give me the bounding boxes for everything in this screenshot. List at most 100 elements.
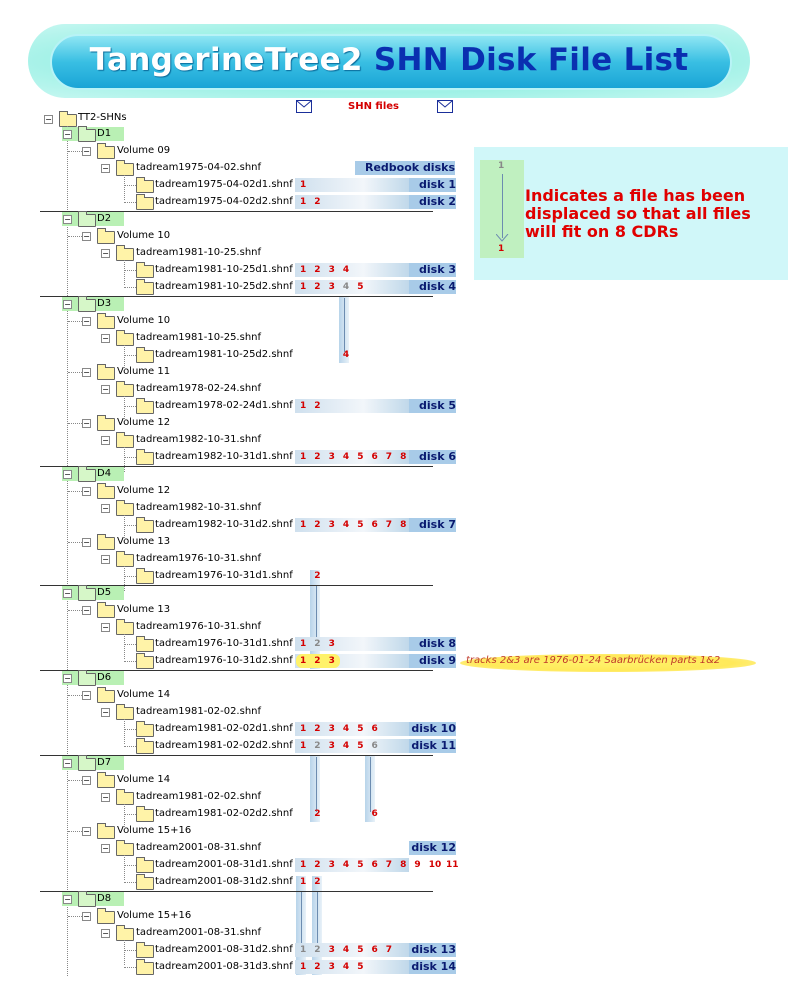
volume-label[interactable]: Volume 11 [117, 366, 171, 377]
volume-label[interactable]: Volume 13 [117, 604, 171, 615]
collapse-icon[interactable]: − [101, 504, 110, 513]
volume-label[interactable]: Volume 15+16 [117, 825, 192, 836]
collapse-icon[interactable]: − [101, 708, 110, 717]
file-label[interactable]: tadream1981-10-25d2.shnf [155, 349, 293, 360]
track-number[interactable]: 4 [342, 860, 350, 870]
track-number[interactable]: 5 [357, 452, 364, 462]
file-label[interactable]: tadream1981-02-02d2.shnf [155, 808, 293, 819]
disk-label[interactable]: disk 7 [419, 518, 456, 531]
collapse-icon[interactable]: − [82, 368, 91, 377]
disk-label[interactable]: disk 11 [411, 739, 456, 752]
disk-label[interactable]: disk 8 [419, 637, 456, 650]
collapse-icon[interactable]: − [101, 555, 110, 564]
disk-label[interactable]: disk 14 [411, 960, 456, 973]
collapse-icon[interactable]: − [82, 487, 91, 496]
file-label[interactable]: tadream1976-10-31d2.shnf [155, 655, 293, 666]
track-number[interactable]: 2 [314, 741, 321, 751]
show-label[interactable]: tadream1981-02-02.shnf [136, 706, 262, 717]
drive-label-d8[interactable]: D8 [97, 893, 112, 904]
show-label[interactable]: tadream1976-10-31.shnf [136, 621, 262, 632]
track-number[interactable]: 2 [314, 877, 321, 887]
volume-label[interactable]: Volume 09 [117, 145, 171, 156]
collapse-icon[interactable]: − [82, 691, 91, 700]
track-number[interactable]: 7 [385, 520, 393, 530]
show-label[interactable]: tadream1982-10-31.shnf [136, 434, 262, 445]
track-number[interactable]: 1 [300, 180, 307, 190]
collapse-icon[interactable]: − [82, 912, 91, 921]
track-number[interactable]: 5 [357, 962, 364, 972]
disk-label[interactable]: disk 2 [419, 195, 456, 208]
track-number[interactable]: 2 [314, 809, 321, 819]
collapse-icon[interactable]: − [63, 759, 72, 768]
collapse-icon[interactable]: − [44, 115, 53, 124]
collapse-icon[interactable]: − [82, 419, 91, 428]
show-label[interactable]: tadream1978-02-24.shnf [136, 383, 262, 394]
volume-label[interactable]: Volume 14 [117, 774, 171, 785]
file-label[interactable]: tadream2001-08-31d2.shnf [155, 944, 293, 955]
track-number[interactable]: 2 [314, 962, 321, 972]
volume-label[interactable]: Volume 10 [117, 315, 171, 326]
show-label[interactable]: tadream2001-08-31.shnf [136, 927, 262, 938]
track-number[interactable]: 1 [300, 741, 307, 751]
track-number[interactable]: 5 [357, 282, 364, 292]
collapse-icon[interactable]: − [63, 895, 72, 904]
disk-label[interactable]: disk 12 [411, 841, 456, 854]
track-number[interactable]: 6 [371, 452, 378, 462]
volume-label[interactable]: Volume 12 [117, 485, 171, 496]
track-number[interactable]: 8 [400, 860, 407, 870]
track-number[interactable]: 7 [385, 860, 393, 870]
collapse-icon[interactable]: − [63, 470, 72, 479]
track-number[interactable]: 3 [328, 741, 335, 751]
volume-label[interactable]: Volume 15+16 [117, 910, 192, 921]
track-number[interactable]: 1 [300, 656, 307, 666]
collapse-icon[interactable]: − [63, 674, 72, 683]
drive-label-d3[interactable]: D3 [97, 298, 112, 309]
track-number[interactable]: 2 [314, 639, 321, 649]
track-number[interactable]: 4 [342, 724, 350, 734]
collapse-icon[interactable]: − [82, 776, 91, 785]
collapse-icon[interactable]: − [82, 147, 91, 156]
track-number[interactable]: 5 [357, 520, 364, 530]
track-number[interactable]: 3 [328, 945, 335, 955]
track-number[interactable]: 1 [300, 520, 307, 530]
track-number[interactable]: 4 [342, 741, 350, 751]
collapse-icon[interactable]: − [82, 317, 91, 326]
collapse-icon[interactable]: − [101, 436, 110, 445]
track-number[interactable]: 6 [371, 741, 378, 751]
track-number[interactable]: 2 [314, 860, 321, 870]
disk-label[interactable]: disk 10 [411, 722, 456, 735]
track-number[interactable]: 1 [300, 962, 307, 972]
file-label[interactable]: tadream1981-10-25d2.shnf [155, 281, 293, 292]
track-number[interactable]: 4 [342, 350, 350, 360]
show-label[interactable]: tadream1976-10-31.shnf [136, 553, 262, 564]
volume-label[interactable]: Volume 14 [117, 689, 171, 700]
disk-label[interactable]: disk 4 [419, 280, 456, 293]
file-label[interactable]: tadream1975-04-02d2.shnf [155, 196, 293, 207]
collapse-icon[interactable]: − [101, 844, 110, 853]
collapse-icon[interactable]: − [63, 215, 72, 224]
track-number[interactable]: 3 [328, 656, 335, 666]
file-label[interactable]: tadream1982-10-31d2.shnf [155, 519, 293, 530]
track-number[interactable]: 1 [300, 452, 307, 462]
collapse-icon[interactable]: − [101, 249, 110, 258]
track-number[interactable]: 2 [314, 452, 321, 462]
collapse-icon[interactable]: − [82, 827, 91, 836]
track-number[interactable]: 6 [371, 724, 378, 734]
track-number[interactable]: 3 [328, 452, 335, 462]
file-label[interactable]: tadream2001-08-31d3.shnf [155, 961, 293, 972]
disk-label[interactable]: disk 3 [419, 263, 456, 276]
drive-label-d7[interactable]: D7 [97, 757, 112, 768]
file-label[interactable]: tadream1981-10-25d1.shnf [155, 264, 293, 275]
drive-label-d1[interactable]: D1 [97, 128, 112, 139]
disk-label[interactable]: disk 9 [419, 654, 456, 667]
collapse-icon[interactable]: − [101, 334, 110, 343]
track-number[interactable]: 6 [371, 809, 378, 819]
track-number[interactable]: 5 [357, 724, 364, 734]
track-number[interactable]: 5 [357, 741, 364, 751]
track-number[interactable]: 2 [314, 520, 321, 530]
collapse-icon[interactable]: − [82, 232, 91, 241]
track-number[interactable]: 3 [328, 282, 335, 292]
track-number[interactable]: 1 [300, 282, 307, 292]
track-number[interactable]: 1 [300, 860, 307, 870]
mail-icon-right[interactable] [437, 100, 453, 113]
